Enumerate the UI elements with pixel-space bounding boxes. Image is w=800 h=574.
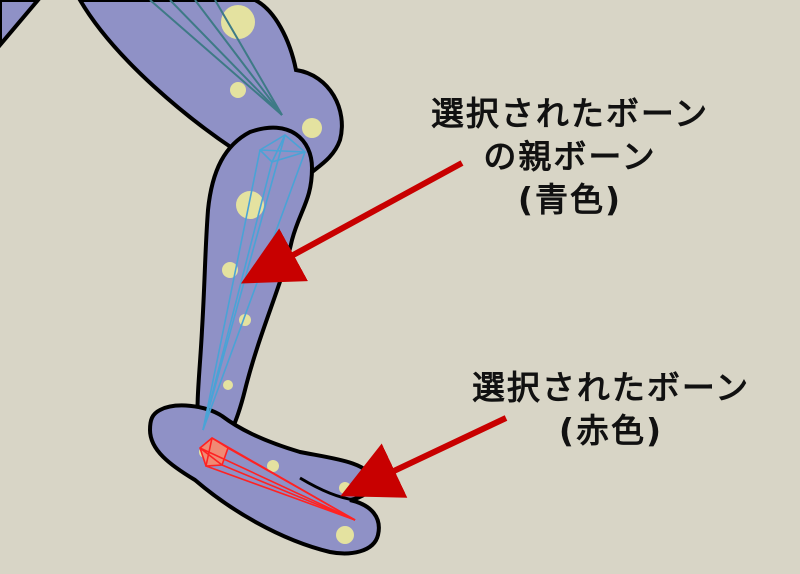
parent-bone-label-line3: (青色) [410,178,730,221]
selected-bone-label-line2: (赤色) [446,409,776,452]
parent-bone-label-line2: の親ボーン [410,135,730,178]
selected-bone-label-line1: 選択されたボーン [446,366,776,409]
other-limb-shape [0,0,38,45]
parent-bone-label: 選択されたボーン の親ボーン (青色) [410,92,730,221]
selected-bone-label: 選択されたボーン (赤色) [446,366,776,452]
parent-bone-label-line1: 選択されたボーン [410,92,730,135]
